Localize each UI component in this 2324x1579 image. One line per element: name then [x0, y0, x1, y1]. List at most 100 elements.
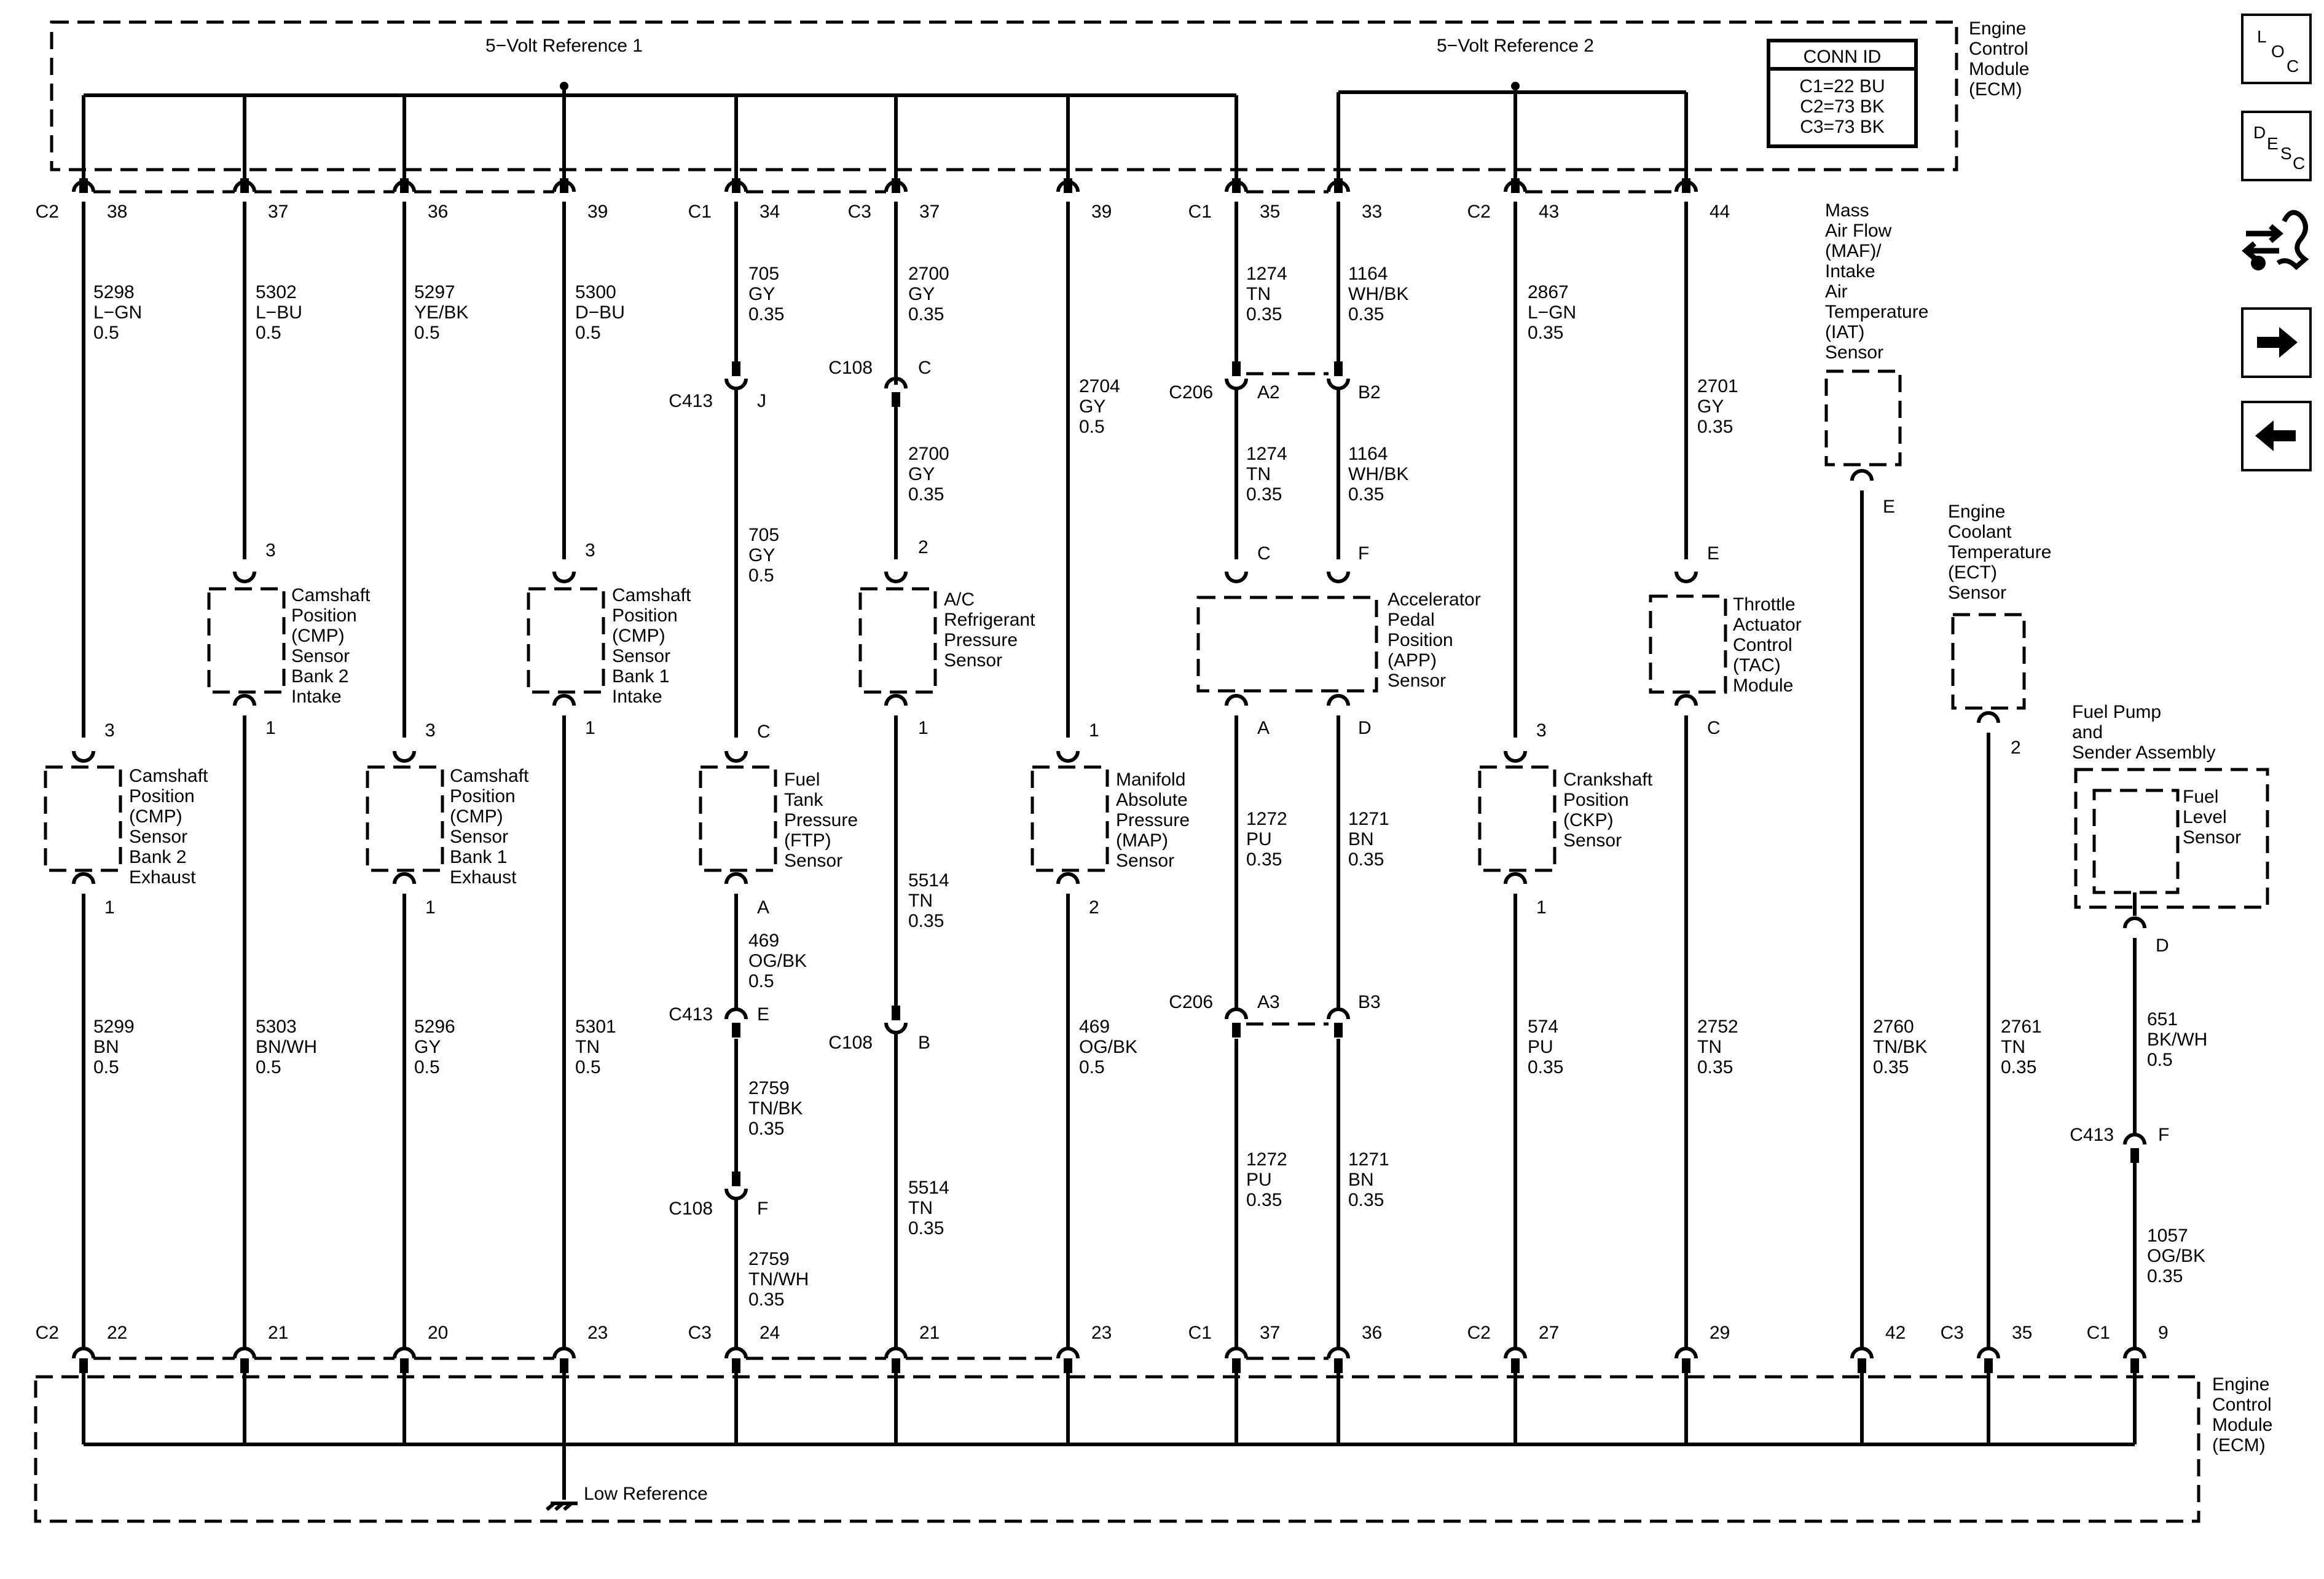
loc-letter-l: L	[2257, 27, 2267, 46]
c108-c-male	[892, 392, 900, 407]
next-button[interactable]	[2241, 307, 2312, 378]
wire-label: 0.35	[1873, 1057, 1909, 1077]
wire-label: 2760	[1873, 1017, 1914, 1037]
ftp-sensor-label: Sensor	[784, 851, 842, 871]
pin-label: 1	[425, 897, 436, 918]
ect-label: (ECT)	[1948, 562, 1997, 583]
wire-label: 0.5	[2147, 1050, 2173, 1070]
wire-label: 5514	[908, 870, 949, 891]
cmp-b2-intake-label: Sensor	[291, 646, 350, 666]
cmp-b1-intake-label: Intake	[612, 687, 662, 707]
ecm-top-connector-id: C1	[1188, 202, 1212, 222]
wire-label: PU	[1246, 1170, 1272, 1190]
cmp-b1-exh-pin-3	[393, 750, 416, 763]
ecm-top-pin-number: 39	[587, 202, 608, 222]
pin-label: B3	[1358, 992, 1381, 1012]
wire-label: D−BU	[575, 302, 625, 323]
fuel-pump-label: Fuel Pump	[2072, 702, 2161, 722]
ftp-pin-c	[724, 750, 748, 763]
tac-pin-e	[1674, 571, 1698, 583]
wire-label: 2867	[1528, 282, 1569, 302]
wire-label: TN	[908, 1198, 933, 1218]
fuel-pump-label: Sender Assembly	[2072, 742, 2215, 763]
loc-letter-c: C	[2287, 57, 2299, 76]
maf-pin-e	[1850, 469, 1874, 481]
app-sensor-label: (APP)	[1388, 650, 1437, 671]
pin-label: C	[757, 722, 771, 742]
location-button[interactable]: L O C	[2241, 14, 2312, 84]
wire-label: YE/BK	[414, 302, 468, 323]
cmp-b1-intake-label: Camshaft	[612, 585, 691, 605]
fuel-pump-label: and	[2072, 722, 2103, 742]
pin-label: B	[918, 1033, 930, 1053]
ecm-bottom-pin-number: 36	[1362, 1323, 1382, 1343]
wire-label: 1272	[1246, 1149, 1287, 1170]
ac-pin-1	[884, 694, 908, 706]
map-pin-2	[1056, 872, 1080, 884]
wire-label: 5299	[93, 1017, 135, 1037]
c206-a2-male	[1232, 361, 1241, 376]
ecm-bottom-box	[34, 1375, 2200, 1523]
map-sensor	[1030, 765, 1109, 872]
pin-label: 3	[425, 720, 436, 741]
wire-label: OG/BK	[1079, 1037, 1137, 1057]
schematic-button[interactable]	[2241, 203, 2312, 274]
wire-label: 5303	[256, 1017, 297, 1037]
previous-button[interactable]	[2241, 401, 2312, 471]
ecm-bottom-pin	[1064, 1358, 1072, 1373]
c108-label: C108	[828, 358, 873, 378]
ecm-bottom-connector-id: C2	[1467, 1323, 1491, 1343]
wire-label: 5300	[575, 282, 616, 302]
cmp-b2-exhaust-label: Sensor	[129, 827, 187, 847]
wire-label: 0.35	[1246, 484, 1282, 505]
ecm-bottom-connector-id: C1	[2087, 1323, 2110, 1343]
ecm-top-pin	[1682, 178, 1690, 193]
cmp-b1-intake-label: Sensor	[612, 646, 670, 666]
pin-label: F	[2158, 1125, 2169, 1145]
ect-sensor	[1951, 613, 2026, 710]
pin-label: 3	[104, 720, 115, 741]
cmp-b2-intake-sensor	[207, 587, 286, 694]
ground-symbol	[546, 1502, 578, 1511]
pin-label: E	[757, 1004, 769, 1025]
ecm-top-connector-id: C3	[848, 202, 871, 222]
c413-j-male	[732, 361, 740, 376]
cmp-b1-intake-label: Position	[612, 605, 678, 626]
fuel-pump-pin-d	[2123, 916, 2146, 929]
app-sensor	[1196, 596, 1378, 693]
app-sensor-label: Pedal	[1388, 610, 1435, 630]
arrow-right-icon	[2257, 327, 2298, 358]
ecm-bottom-pin	[892, 1358, 900, 1373]
wire-label: 705	[748, 525, 779, 545]
ref2-splice	[1511, 82, 1520, 90]
cmp-b1-int-pin-3	[552, 571, 576, 583]
wire-label: 0.35	[1348, 1190, 1384, 1210]
maf-iat-sensor	[1824, 369, 1902, 467]
ecm-top-label: Control	[1969, 39, 2028, 59]
ac-pressure-sensor	[858, 587, 937, 694]
c413-f-female	[2123, 1133, 2146, 1145]
wire-label: 0.35	[1348, 849, 1384, 870]
ecm-bottom-label: (ECM)	[2212, 1435, 2266, 1455]
ftp-sensor-label: (FTP)	[784, 830, 831, 851]
wire-label: 0.35	[1246, 849, 1282, 870]
cmp-b2-exh-pin-3	[72, 750, 95, 763]
maf-iat-label: Air	[1825, 282, 1848, 302]
ecm-top-pin-number: 37	[268, 202, 288, 222]
ftp-sensor-label: Pressure	[784, 810, 858, 830]
ckp-sensor-label: Sensor	[1563, 830, 1622, 851]
wire-label: GY	[908, 464, 935, 484]
description-button[interactable]: D E S C	[2241, 111, 2312, 181]
ecm-top-pin	[892, 178, 900, 193]
cmp-b2-exhaust-label: Position	[129, 786, 195, 806]
ecm-bottom-terminal	[1504, 1347, 1527, 1359]
ecm-bottom-pin	[2130, 1358, 2139, 1373]
pin-label: 1	[1536, 897, 1547, 918]
app-sensor-label: Position	[1388, 630, 1453, 650]
wire-label: L−GN	[1528, 302, 1576, 323]
wire-label: GY	[908, 284, 935, 304]
ecm-bottom-terminal	[1977, 1347, 2000, 1359]
app-pin-f	[1327, 571, 1350, 583]
ect-label: Sensor	[1948, 583, 2006, 603]
